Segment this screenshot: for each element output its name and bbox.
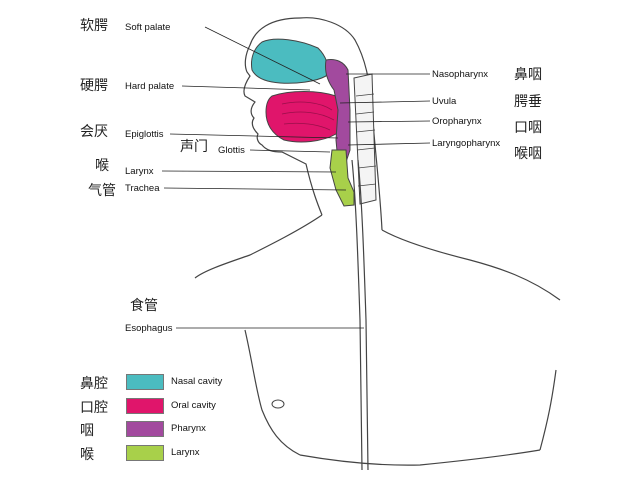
shoulder-right-outline [381, 229, 561, 301]
chest-left-outline [244, 329, 301, 456]
leader-uvula [339, 100, 431, 104]
chest-right-outline [539, 369, 557, 451]
legend-item-nasal-cavity: 鼻腔 Nasal cavity [80, 373, 280, 392]
shoulder-left-outline [194, 214, 323, 279]
zh-label-epiglottis: 会厌 [80, 124, 108, 140]
leader-glottis [249, 149, 331, 153]
zh-label-hard-palate: 硬腭 [80, 78, 108, 94]
label-laryngopharynx: Laryngopharynx [432, 138, 501, 149]
legend-zh-nasal-cavity: 鼻腔 [80, 376, 108, 392]
legend-zh-larynx: 喉 [80, 447, 94, 463]
legend-item-pharynx: 咽 Pharynx [80, 420, 280, 439]
legend-swatch-pharynx [126, 421, 164, 437]
leader-soft-palate [204, 26, 321, 85]
zh-label-trachea: 气管 [88, 183, 116, 199]
zh-label-larynx: 喉 [95, 158, 109, 174]
leader-hard-palate [181, 85, 311, 91]
tongue-lines [281, 101, 335, 131]
label-hard-palate: Hard palate [125, 81, 175, 92]
esophagus-tube-inner [357, 159, 369, 471]
zh-label-laryngopharynx: 喉咽 [514, 146, 542, 162]
label-larynx: Larynx [125, 166, 154, 177]
oral-cavity-region [265, 91, 343, 143]
label-esophagus: Esophagus [125, 323, 173, 334]
label-epiglottis: Epiglottis [125, 129, 164, 140]
head-outline [243, 17, 323, 216]
label-glottis: Glottis [218, 145, 245, 156]
esophagus-tube [351, 159, 363, 471]
leader-trachea [163, 187, 347, 191]
legend-label-pharynx: Pharynx [171, 423, 206, 434]
nipple [271, 399, 285, 409]
zh-label-uvula: 腭垂 [514, 94, 542, 110]
label-soft-palate: Soft palate [125, 22, 171, 33]
zh-label-esophagus: 食管 [130, 298, 158, 314]
legend-zh-pharynx: 咽 [80, 423, 94, 439]
legend-item-oral-cavity: 口腔 Oral cavity [80, 397, 280, 416]
nasal-cavity-region [251, 38, 329, 84]
legend-label-nasal-cavity: Nasal cavity [171, 376, 223, 387]
legend-swatch-nasal-cavity [126, 374, 164, 390]
legend-label-larynx: Larynx [171, 447, 200, 458]
label-oropharynx: Oropharynx [432, 116, 482, 127]
zh-label-oropharynx: 口咽 [514, 120, 542, 136]
leader-laryngopharynx [347, 142, 431, 146]
leader-lines [161, 26, 431, 329]
legend-swatch-larynx [126, 445, 164, 461]
label-uvula: Uvula [432, 96, 457, 107]
legend-zh-oral-cavity: 口腔 [80, 400, 108, 416]
vertebra-lines [355, 93, 377, 187]
zh-label-glottis: 声门 [180, 139, 208, 155]
legend-label-oral-cavity: Oral cavity [171, 400, 216, 411]
leader-epiglottis [169, 133, 339, 139]
zh-label-nasopharynx: 鼻咽 [514, 67, 542, 83]
legend-item-larynx: 喉 Larynx [80, 444, 280, 463]
label-trachea: Trachea [125, 183, 160, 194]
label-nasopharynx: Nasopharynx [432, 69, 488, 80]
chest-bottom-outline [299, 449, 541, 466]
legend-swatch-oral-cavity [126, 398, 164, 414]
larynx-region [329, 149, 355, 207]
zh-label-soft-palate: 软腭 [80, 18, 108, 34]
leader-oropharynx [347, 120, 431, 123]
leader-larynx [161, 170, 337, 173]
